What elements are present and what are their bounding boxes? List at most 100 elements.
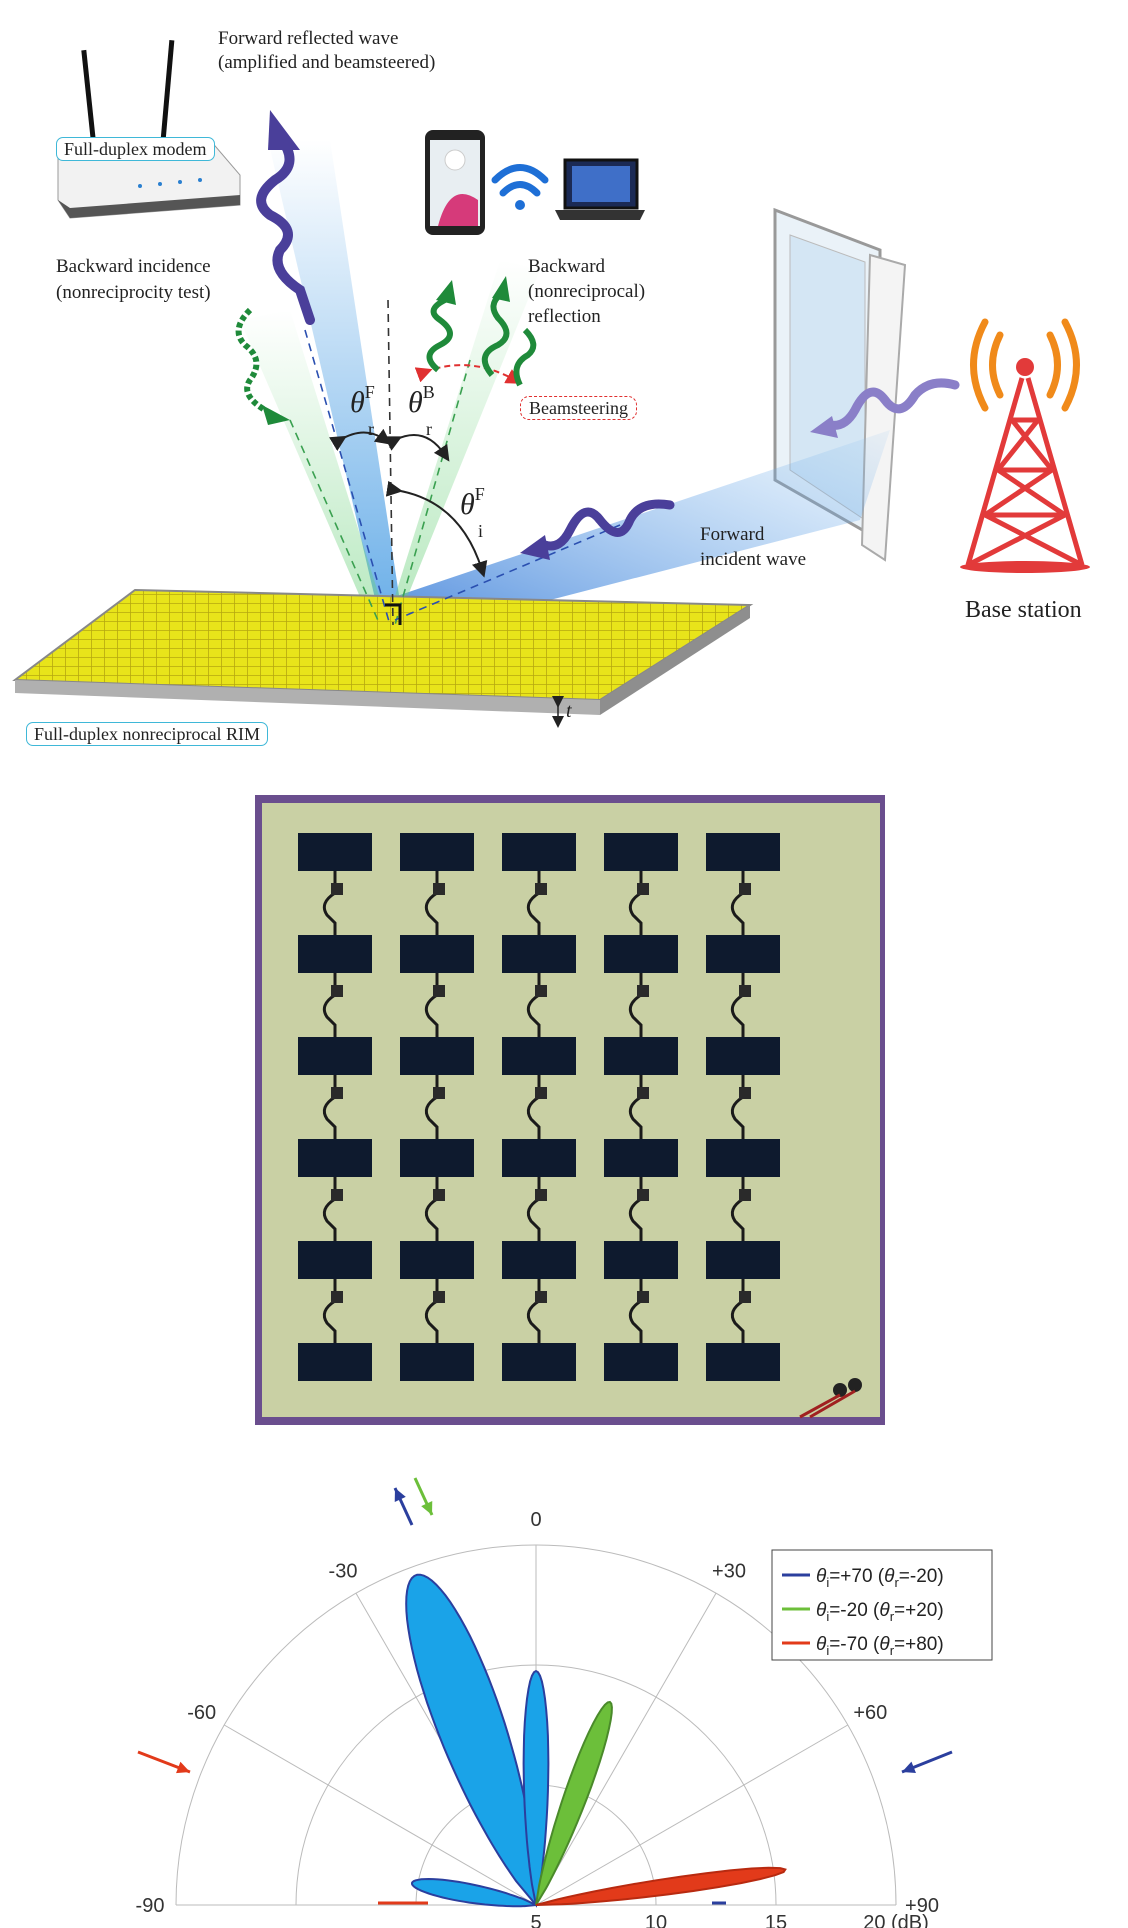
thickness-label: t: [566, 700, 572, 722]
patch-element: [604, 1241, 678, 1279]
amplifier-chip: [535, 1291, 547, 1303]
laptop-icon: [555, 158, 645, 220]
amplifier-chip: [433, 985, 445, 997]
polar-spoke: [223, 1724, 537, 1906]
incidence-arrowhead: [394, 1488, 406, 1502]
patch-element: [298, 935, 372, 973]
radiation-lobe: [535, 1866, 787, 1906]
amplifier-chip: [739, 1087, 751, 1099]
fabricated-rim-photo: [0, 795, 1128, 1425]
angle-tick-label: -90: [136, 1895, 165, 1917]
amplifier-chip: [331, 985, 343, 997]
patch-element: [502, 935, 576, 973]
backward-reflection-waves: [426, 292, 537, 387]
modem-label: Full-duplex modem: [56, 137, 215, 161]
angle-tick-label: -30: [329, 1561, 358, 1583]
patch-element: [298, 1343, 372, 1381]
amplifier-chip: [433, 1087, 445, 1099]
legend: θi=+70 (θr=-20)θi=-20 (θr=+20)θi=-70 (θr…: [771, 1549, 993, 1661]
radiation-lobe: [535, 1700, 613, 1906]
radial-tick-label: 20 (dB): [863, 1912, 929, 1928]
amplifier-chip: [535, 985, 547, 997]
patch-element: [706, 1037, 780, 1075]
amplifier-chip: [637, 883, 649, 895]
patch-element: [400, 1139, 474, 1177]
backward-reflection-label-3: reflection: [528, 306, 601, 327]
patch-element: [298, 833, 372, 871]
amplifier-chip: [433, 1291, 445, 1303]
patch-element: [604, 1139, 678, 1177]
theta-r-backward: θB r: [408, 382, 435, 439]
patch-element: [706, 833, 780, 871]
incidence-arrowhead: [421, 1501, 433, 1515]
legend-entry: θi=-20 (θr=+20): [816, 1600, 944, 1624]
amplifier-chip: [739, 883, 751, 895]
incident-beam: [385, 430, 890, 640]
backward-incidence-wave: [235, 307, 267, 413]
polar-spoke: [535, 1724, 849, 1906]
base-station-tower-icon: [960, 318, 1090, 573]
amplifier-chip: [331, 1189, 343, 1201]
amplifier-chip: [637, 1087, 649, 1099]
amplifier-chip: [433, 1189, 445, 1201]
backward-reflection-label-2: (nonreciprocal): [528, 281, 646, 302]
forward-reflected-wave: [256, 135, 315, 325]
patch-element: [502, 1037, 576, 1075]
amplifier-chip: [535, 1087, 547, 1099]
wifi-icon: [491, 164, 549, 210]
amplifier-chip: [433, 883, 445, 895]
patch-element: [706, 1139, 780, 1177]
backward-incidence-label-1: Backward incidence: [56, 256, 211, 277]
radiation-lobe: [405, 1573, 538, 1908]
diagram-graphics: [12, 40, 1090, 728]
amplifier-chip: [739, 1189, 751, 1201]
amplifier-chip: [535, 883, 547, 895]
patch-element: [298, 1241, 372, 1279]
patch-element: [400, 1343, 474, 1381]
angle-tick-label: -60: [187, 1702, 216, 1724]
angle-tick-label: +60: [853, 1702, 887, 1724]
forward-reflected-label-1: Forward reflected wave: [218, 28, 399, 49]
patch-element: [400, 833, 474, 871]
amplifier-chip: [535, 1189, 547, 1201]
amplifier-chip: [739, 985, 751, 997]
amplifier-chip: [331, 1291, 343, 1303]
amplifier-chip: [739, 1291, 751, 1303]
patch-element: [400, 1037, 474, 1075]
rim-label: Full-duplex nonreciprocal RIM: [26, 722, 268, 746]
backward-reflection-label-1: Backward: [528, 256, 606, 277]
backward-incidence-label-2: (nonreciprocity test): [56, 282, 211, 303]
angle-tick-label: +30: [712, 1561, 746, 1583]
angle-tick-label: 0: [530, 1509, 541, 1531]
legend-entry: θi=+70 (θr=-20): [816, 1566, 944, 1590]
polar-spoke: [535, 1592, 717, 1906]
amplifier-chip: [637, 985, 649, 997]
patch-element: [604, 833, 678, 871]
incidence-arrowhead: [176, 1761, 190, 1774]
forward-incident-label-2: incident wave: [700, 549, 807, 570]
patch-element: [706, 935, 780, 973]
connector-icon: [799, 1378, 862, 1419]
patch-element: [400, 935, 474, 973]
patch-element: [604, 935, 678, 973]
patch-element: [604, 1343, 678, 1381]
radial-tick-label: 15: [765, 1912, 787, 1928]
amplifier-chip: [637, 1291, 649, 1303]
beamsteering-label: Beamsteering: [520, 396, 637, 420]
patch-element: [502, 1139, 576, 1177]
patch-element: [502, 1241, 576, 1279]
forward-incident-wave: [540, 499, 675, 551]
rim-concept-diagram: Forward reflected wave (amplified and be…: [0, 0, 1128, 760]
amplifier-chip: [637, 1189, 649, 1201]
radiation-lobe: [522, 1669, 550, 1906]
patch-element: [502, 833, 576, 871]
theta-i-forward: θF i: [460, 484, 485, 541]
base-station-label: Base station: [965, 597, 1082, 623]
patch-element: [706, 1343, 780, 1381]
angle-tick-label: +90: [905, 1895, 939, 1917]
amplifier-chip: [331, 883, 343, 895]
modem-icon: [57, 40, 241, 219]
